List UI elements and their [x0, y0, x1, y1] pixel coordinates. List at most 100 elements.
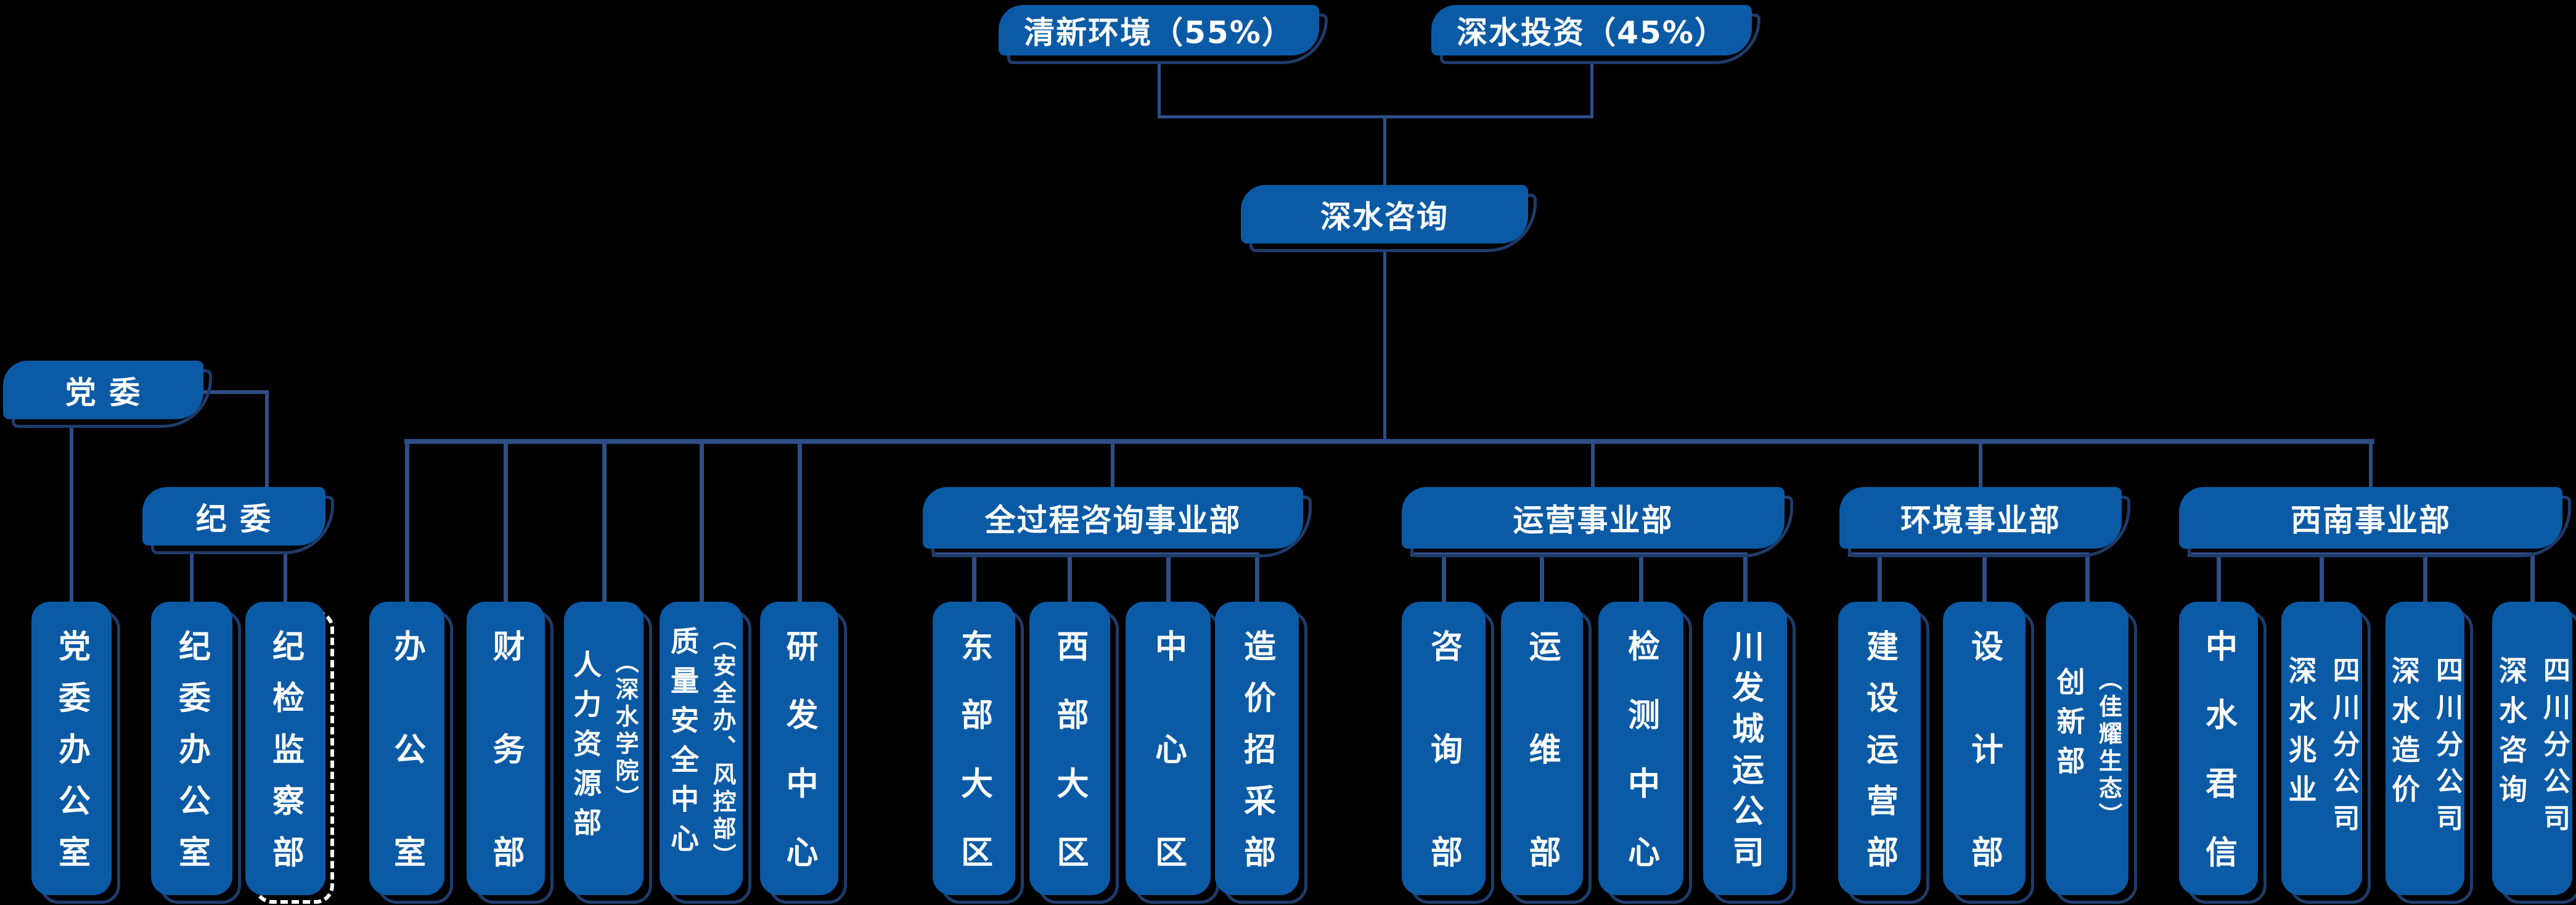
node-label: 纪检监察部: [266, 629, 304, 867]
connector-line: [284, 554, 287, 602]
node-sublabel: 四川分公司: [2328, 656, 2360, 841]
node-face: 质量安全中心 （安全办、风控部）: [660, 602, 743, 895]
node-face: 西南事业部: [2179, 487, 2562, 549]
discipline-committee-office: 纪委办公室: [151, 602, 241, 904]
connector-line: [700, 444, 704, 602]
node-label: 东部大区: [955, 629, 992, 867]
node-face: 中心区: [1126, 602, 1211, 895]
node-label: 纪委办公室: [173, 629, 210, 867]
node-label: 党 委: [65, 374, 142, 411]
node-label: 人力资源部: [569, 650, 602, 847]
node-face: 深水咨询 四川分公司: [2492, 602, 2572, 895]
node-label: 运营事业部: [1513, 502, 1674, 538]
discipline-inspection-dept: 纪检监察部: [245, 602, 334, 904]
cost-procurement-dept: 造价招采部: [1215, 602, 1307, 904]
node-label-columns: 质量安全中心 （安全办、风控部）: [663, 626, 740, 870]
node-face: 深水咨询: [1241, 185, 1528, 244]
node-face: 咨询部: [1402, 602, 1486, 895]
connector-line: [602, 444, 607, 602]
node-sublabel: （安全办、风控部）: [709, 626, 736, 870]
node-face: 财务部: [467, 602, 545, 895]
connector-line: [405, 444, 409, 602]
west-region: 西部大区: [1029, 602, 1119, 904]
node-face: 纪委办公室: [151, 602, 232, 895]
connector-bus: [404, 439, 2374, 444]
node-label: 运维部: [1523, 629, 1560, 867]
node-label: 研发中心: [780, 629, 817, 867]
connector-line: [2369, 444, 2373, 487]
node-face: 深水投资（45%）: [1431, 5, 1752, 55]
rd-center: 研发中心: [760, 602, 847, 904]
innovation-dept-jiayao-ecology: 创新部 （佳耀生态）: [2046, 602, 2137, 904]
chuanfa-chengyun-company: 川发城运公司: [1703, 602, 1796, 904]
node-face: 环境事业部: [1839, 487, 2122, 549]
central-region: 中心区: [1126, 602, 1219, 904]
node-sublabel: 四川分公司: [2538, 656, 2570, 841]
construction-operation-dept: 建设运营部: [1838, 602, 1929, 904]
node-sublabel: 四川分公司: [2431, 656, 2463, 841]
operation-maintenance-dept: 运维部: [1501, 602, 1592, 904]
node-label-columns: 深水兆业 四川分公司: [2281, 656, 2363, 841]
node-face: 建设运营部: [1838, 602, 1921, 895]
connector-line: [1639, 557, 1643, 602]
node-face: 运维部: [1501, 602, 1583, 895]
node-label: 中心区: [1149, 629, 1187, 867]
node-label: 深水咨询: [1320, 199, 1449, 235]
node-face: 党 委: [3, 361, 203, 419]
node-face: 运营事业部: [1402, 487, 1785, 549]
node-label: 全过程咨询事业部: [984, 502, 1241, 538]
connector-line: [2217, 557, 2221, 602]
connector-line: [70, 428, 73, 602]
party-committee-office: 党委办公室: [31, 602, 120, 904]
node-label: 设计部: [1965, 629, 2003, 867]
connector-line: [1383, 252, 1386, 440]
node-face: 中水君信: [2179, 602, 2258, 895]
connector-line: [1878, 557, 1882, 602]
connector-line: [1979, 444, 1982, 487]
finance-dept: 财务部: [467, 602, 554, 904]
connector-line: [1743, 557, 1748, 602]
node-label: 造价招采部: [1238, 629, 1275, 867]
connector-line: [1590, 64, 1593, 115]
shenshui-zhaoye-sichuan-branch: 深水兆业 四川分公司: [2281, 602, 2371, 904]
design-dept: 设计部: [1943, 602, 2034, 904]
node-face: 深水兆业 四川分公司: [2281, 602, 2362, 895]
connector-line: [1166, 557, 1171, 602]
connector-line: [1068, 557, 1072, 602]
connector-line: [1591, 444, 1595, 487]
node-label: 西南事业部: [2291, 502, 2451, 538]
shenshui-consulting-sichuan-branch: 深水咨询 四川分公司: [2492, 602, 2576, 904]
node-label: 川发城运公司: [1726, 629, 1764, 867]
node-face: 造价招采部: [1215, 602, 1299, 895]
node-face: 党委办公室: [31, 602, 112, 895]
node-label: 党委办公室: [52, 629, 90, 867]
node-label: 深水咨询: [2495, 656, 2528, 814]
connector-line: [1442, 557, 1446, 602]
node-face: 设计部: [1943, 602, 2026, 895]
division-whole-process-consulting: 全过程咨询事业部: [923, 487, 1312, 557]
node-label: 深水造价: [2387, 656, 2421, 814]
general-office: 办公室: [369, 602, 453, 904]
shenshui-zaojia-sichuan-branch: 深水造价 四川分公司: [2386, 602, 2473, 904]
node-face: 东部大区: [933, 602, 1015, 895]
node-label: 咨询部: [1425, 629, 1462, 867]
east-region: 东部大区: [933, 602, 1024, 904]
connector-line: [1982, 557, 1987, 602]
node-face: 研发中心: [760, 602, 838, 895]
node-sublabel: （深水学院）: [611, 650, 639, 813]
root-shenshui-consulting: 深水咨询: [1241, 185, 1537, 252]
node-face: 深水造价 四川分公司: [2386, 602, 2464, 895]
hr-dept-shenshui-academy: 人力资源部 （深水学院）: [564, 602, 652, 904]
node-label: 财务部: [487, 629, 524, 867]
connector-line: [1255, 557, 1259, 602]
node-face: 创新部 （佳耀生态）: [2046, 602, 2128, 895]
shareholder-qingxin-environment: 清新环境（55%）: [999, 5, 1328, 64]
connector-line: [1158, 115, 1593, 118]
node-label: 办公室: [388, 629, 425, 867]
connector-line: [1383, 118, 1386, 185]
node-face: 清新环境（55%）: [999, 5, 1319, 55]
quality-safety-center: 质量安全中心 （安全办、风控部）: [660, 602, 751, 904]
division-southwest: 西南事业部: [2179, 487, 2571, 557]
connector-line: [504, 444, 508, 602]
